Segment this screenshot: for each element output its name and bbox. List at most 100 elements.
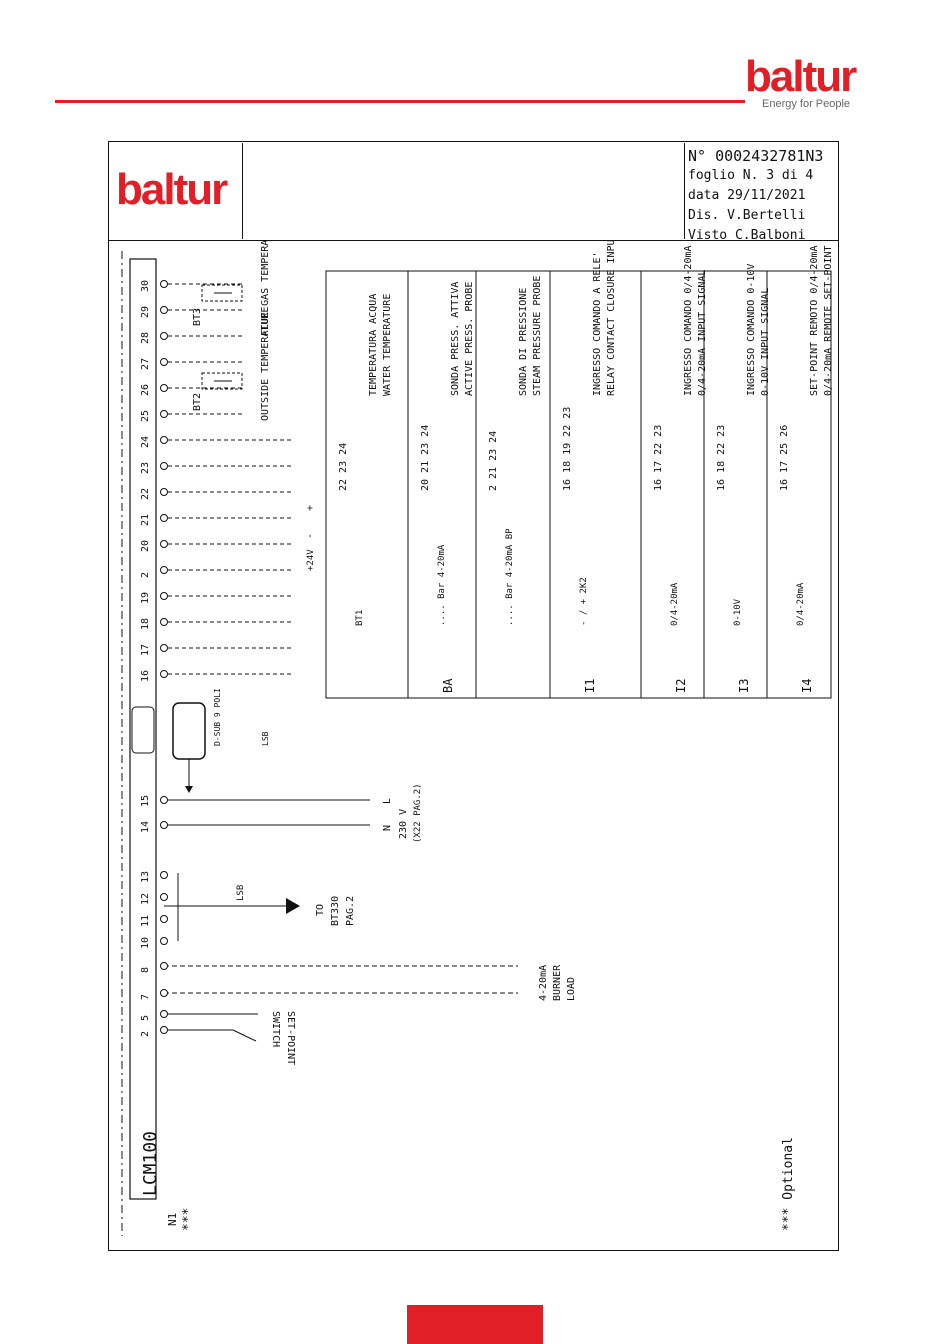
brand-tagline: Energy for People [762,98,851,110]
title-block-logo-text: baltur [116,165,228,214]
table-row-terminals: 16 17 25 26 [779,425,790,491]
table-row-tag: BA [441,678,455,693]
load-line2-label: LOAD [566,977,577,1001]
terminal-24 [160,436,168,444]
title-block-info: N° 0002432781N3 foglio N. 3 di 4 data 29… [684,143,839,243]
drawn-by: Dis. V.Bertelli [688,208,806,223]
terminal-16 [160,670,168,678]
flue-gas-temp-label: FLUE GAS TEMPERATURE [260,241,271,336]
table-row-terminals: 20 21 23 24 [420,425,431,491]
mains-terminal-15: 15 [140,795,151,807]
terminal-label: 28 [140,332,151,344]
optional-note: *** Optional [781,1137,796,1231]
terminal-19 [160,592,168,600]
drawing-frame [108,141,839,1251]
sensor-bt2: BT2 [192,372,243,411]
doc-date: data 29/11/2021 [688,188,806,203]
terminal-label: 18 [140,618,151,630]
lsb-target-label: BT330 [330,896,341,926]
table-row-title-it: INGRESSO COMANDO 0-10V [746,264,757,396]
terminal-label: 24 [140,436,151,448]
mains-ref-label: (X22 PAG.2) [413,783,423,843]
table-row-title-it: SONDA DI PRESSIONE [518,288,529,396]
sensor-bt3: BT3 [192,284,243,326]
wiring-schematic: LCM100 N1 *** *** Optional 1617181922021… [121,241,834,1236]
mains-voltage-label: 230 V [398,809,409,839]
table-row-terminals: 16 17 22 23 [653,425,664,491]
lsb-terminal-13 [160,871,168,879]
terminal-label: 21 [140,514,151,526]
config-table [325,270,832,699]
table-row-tag: I2 [674,679,688,693]
checked-by: Visto C.Balboni [688,228,806,243]
mains-terminal-14: 14 [140,821,151,833]
setpoint-switch: 5 2 SET-POINT SWITCH [140,1010,296,1065]
mains-l-label: L [382,798,393,804]
lsb-terminal-label: 10 [140,937,151,949]
terminal-30 [160,280,168,288]
lsb-terminal-12 [160,893,168,901]
terminal-label: 26 [140,384,151,396]
dsub-lsb-label: LSB [261,731,270,746]
load-terminal-8: 8 [140,967,151,973]
table-row-extra: 0/4-20mA [796,582,806,626]
lsb-terminal-11 [160,915,168,923]
sensor-bt2-label: BT2 [192,393,203,411]
table-row-terminals: 2 21 23 24 [488,431,499,491]
terminal-27 [160,358,168,366]
terminal-17 [160,644,168,652]
supply-24v-label: +24V [306,549,316,571]
table-row-title-it: SET-POINT REMOTO 0/4-20mA [809,245,820,396]
title-block-logo: baltur [110,143,243,239]
terminal-label: 17 [140,644,151,656]
table-row-title-en: 0-10V INPUT SIGNAL [760,288,771,396]
mains-n-label: N [382,825,393,831]
supply-plus-label: + [305,505,316,511]
table-row-extra: BT1 [355,610,365,626]
doc-number: N° 0002432781N3 [688,147,824,165]
table-row-title-it: TEMPERATURA ACQUA [368,294,379,396]
terminal-label: 27 [140,358,151,370]
lsb-terminal-label: 11 [140,915,151,927]
module-tag: N1 [166,1213,179,1226]
lsb-terminal-label: 12 [140,893,151,905]
terminal-21 [160,514,168,522]
table-row-title-en: RELAY CONTACT CLOSURE INPUT [606,241,617,396]
table-row-title-it: INGRESSO COMANDO A RELE' [592,252,603,397]
terminal-label: 30 [140,280,151,292]
terminal-label: 29 [140,306,151,318]
table-row-terminals: 16 18 22 23 [716,425,727,491]
optional-mark: *** [181,1208,196,1231]
switch-terminal-5: 5 [140,1015,151,1021]
switch-line1-label: SET-POINT [285,1011,296,1065]
terminal-label: 16 [140,670,151,682]
table-row-title-it: SONDA PRESS. ATTIVA [450,282,461,396]
terminal-label: 23 [140,462,151,474]
lsb-terminal-10 [160,937,168,945]
table-row-terminals: 22 23 24 [338,443,349,491]
table-row-title-it: INGRESSO COMANDO 0/4-20mA [683,245,694,396]
brand-logo: baltur [745,52,857,101]
table-row-extra: 0/4-20mA [670,582,680,626]
terminal-label: 2 [140,572,151,578]
lsb-terminal-label: 13 [140,871,151,883]
terminal-label: 19 [140,592,151,604]
terminal-label: 20 [140,540,151,552]
switch-line2-label: SWITCH [270,1011,281,1047]
load-signal-label: 4-20mA [538,965,549,1001]
table-row-extra: 0-10V [733,598,743,626]
dsub-connectors: D-SUB 9 POLI LSB [131,688,270,793]
table-row-tag: I1 [583,679,597,693]
supply-minus-label: - [305,533,316,539]
header-red-rule [55,100,745,103]
dsub-label: D-SUB 9 POLI [213,688,222,746]
lsb-bus: LSB TO BT330 PAG.2 [164,873,356,941]
lsb-to-label: TO [315,904,326,916]
terminal-2 [160,566,168,574]
table-row-title-en: ACTIVE PRESS. PROBE [464,282,475,396]
terminal-20 [160,540,168,548]
lsb-page-label: PAG.2 [345,896,356,926]
terminal-23 [160,462,168,470]
